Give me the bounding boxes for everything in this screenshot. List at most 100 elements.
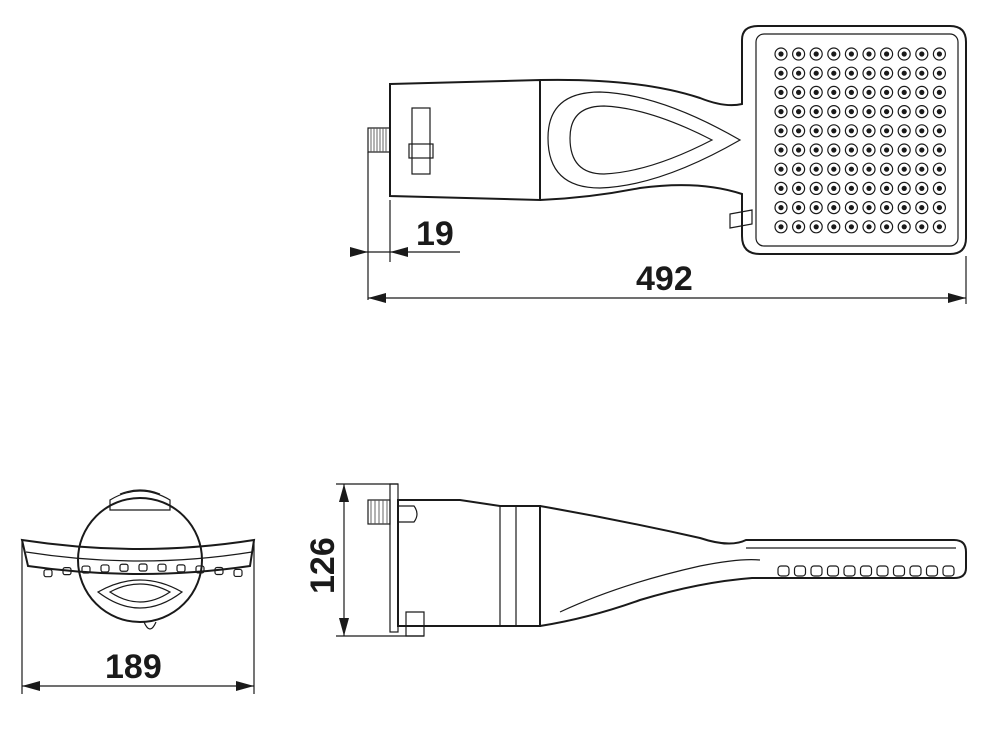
nozzle (844, 104, 859, 119)
nozzle (862, 85, 876, 100)
front-nozzle (81, 565, 91, 574)
dimension-connector: 19 (350, 152, 460, 300)
nozzle-hole (901, 205, 907, 211)
nozzle (862, 162, 876, 176)
nozzle (915, 201, 929, 215)
nozzle-hole (866, 147, 872, 153)
nozzle-hole (936, 89, 943, 95)
nozzle (791, 162, 806, 176)
nozzle (774, 124, 788, 138)
nozzle (932, 47, 947, 61)
nozzle (862, 181, 876, 195)
front-nozzle (176, 564, 186, 573)
nozzle (844, 220, 859, 234)
nozzle (774, 66, 788, 80)
nozzle (827, 220, 841, 234)
nozzle (862, 47, 876, 61)
nozzle (774, 85, 788, 100)
nozzle-hole (813, 109, 819, 115)
nozzle (827, 47, 841, 61)
nozzle-hole (866, 70, 872, 76)
nozzle-hole (936, 147, 943, 153)
nozzle-hole (901, 147, 907, 153)
nozzle (774, 104, 788, 119)
nozzle (791, 220, 806, 234)
nozzle-hole (796, 109, 802, 115)
nozzle (932, 66, 947, 80)
side-nozzle (909, 565, 922, 577)
nozzle (932, 85, 947, 100)
nozzle (897, 124, 911, 138)
nozzle-hole (796, 128, 802, 134)
nozzle-hole (936, 109, 943, 115)
nozzle-hole (796, 166, 802, 172)
side-nozzle (843, 565, 856, 577)
nozzle-hole (796, 51, 802, 57)
nozzle-hole (778, 185, 784, 191)
side-nozzle (826, 565, 840, 577)
nozzle (932, 201, 947, 215)
nozzle (897, 85, 911, 100)
front-nozzle (100, 564, 110, 573)
nozzle-hole (813, 166, 819, 172)
nozzle-hole (813, 89, 819, 95)
top-handle-inner-groove (569, 105, 714, 175)
nozzle-hole (848, 89, 855, 95)
nozzle-hole (866, 166, 872, 172)
dimension-width-label: 189 (105, 648, 162, 686)
front-nozzle (62, 567, 72, 576)
dimension-height-label: 126 (304, 537, 342, 594)
top-slider (408, 107, 434, 175)
nozzle-hole (778, 147, 784, 153)
nozzle (809, 66, 823, 80)
nozzle (774, 47, 788, 61)
nozzle-hole (866, 224, 872, 230)
nozzle (844, 143, 859, 157)
side-handle (539, 505, 967, 627)
nozzle-hole (831, 224, 837, 230)
nozzle-hole (884, 147, 890, 153)
top-nozzle-grid (774, 47, 947, 234)
nozzle (879, 220, 894, 234)
nozzle (897, 162, 911, 176)
dimension-connector-label: 19 (416, 215, 454, 253)
side-nozzle (810, 565, 823, 577)
nozzle (844, 66, 859, 80)
nozzle (809, 85, 823, 100)
dimension-height: 126 (304, 483, 424, 637)
nozzle-hole (831, 185, 837, 191)
nozzle-hole (831, 147, 837, 153)
nozzle (791, 124, 806, 138)
nozzle-hole (778, 166, 784, 172)
nozzle-hole (901, 51, 907, 57)
nozzle (791, 143, 806, 157)
nozzle (791, 66, 806, 80)
nozzle (932, 181, 947, 195)
nozzle (897, 143, 911, 157)
front-nozzle (119, 563, 129, 572)
nozzle (879, 66, 894, 80)
nozzle-hole (936, 205, 943, 211)
nozzle (827, 124, 841, 138)
front-nozzle (157, 563, 167, 572)
nozzle-hole (919, 128, 925, 134)
nozzle-hole (936, 185, 943, 191)
front-nozzle-row (43, 563, 243, 578)
nozzle (774, 201, 788, 215)
nozzle (879, 162, 894, 176)
front-nozzle (195, 565, 205, 574)
nozzle-hole (866, 205, 872, 211)
top-connector (367, 127, 391, 153)
side-nozzle (793, 565, 807, 577)
front-nozzle (138, 563, 148, 572)
front-view (20, 489, 256, 630)
side-nozzle (876, 565, 889, 577)
nozzle-hole (936, 224, 943, 230)
front-nozzle (233, 568, 243, 578)
nozzle-hole (796, 89, 802, 95)
top-spray-face (755, 33, 959, 247)
side-nozzle (892, 565, 906, 577)
nozzle (809, 201, 823, 215)
nozzle (844, 162, 859, 176)
